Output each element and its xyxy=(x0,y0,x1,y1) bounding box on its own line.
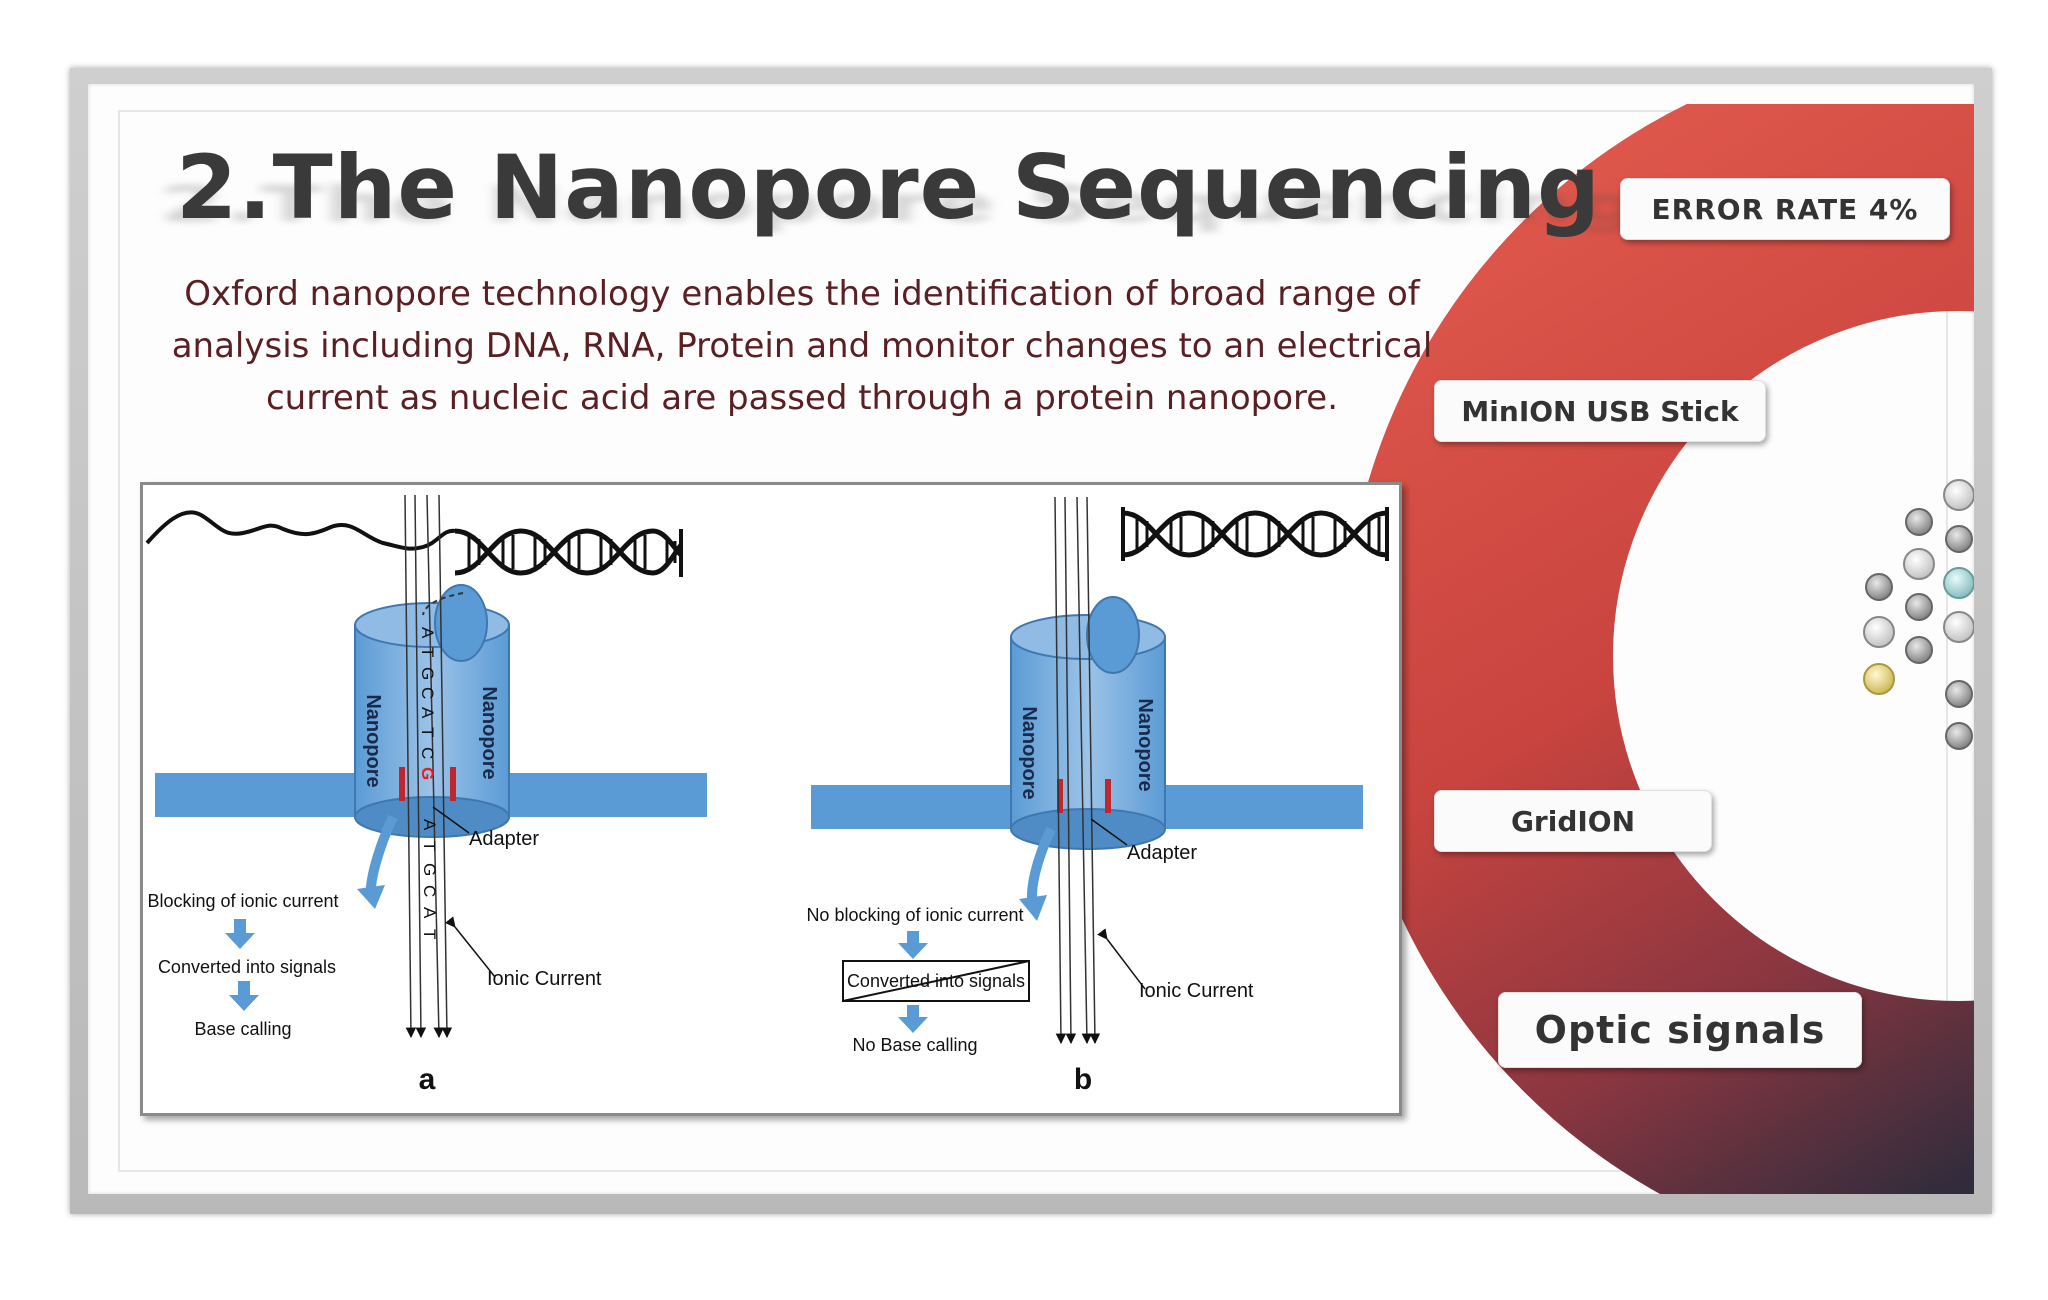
sequence-base: C xyxy=(418,687,437,699)
sequence-base: G xyxy=(420,863,439,876)
panel-b: Nanopore Nanopore Adapter Ionic Current … xyxy=(806,496,1389,1096)
sequence-base: G xyxy=(418,667,437,680)
dna-helix-a xyxy=(454,528,683,576)
step1-a: Blocking of ionic current xyxy=(147,891,338,911)
motor-protein-a xyxy=(434,584,488,662)
sequence-base: C xyxy=(418,747,437,759)
ssdna-strand-a xyxy=(145,510,456,551)
adapter-label-a: Adapter xyxy=(469,828,539,850)
step2-b: Converted into signals xyxy=(847,971,1025,991)
panel-label-b: b xyxy=(1074,1063,1092,1096)
sequence-base: G xyxy=(418,767,437,780)
sequence-base: A xyxy=(418,707,437,719)
optic-signals-tag: Optic signals xyxy=(1498,992,1862,1068)
adapter-label-b: Adapter xyxy=(1127,842,1197,864)
dna-rungs-a xyxy=(467,535,677,569)
step1-b: No blocking of ionic current xyxy=(806,905,1023,925)
slide: 2.The Nanopore Sequencing 2.The Nanopore… xyxy=(88,84,1974,1194)
pore-label-b-right: Nanopore xyxy=(1134,698,1156,791)
sequence-base: A xyxy=(420,819,439,831)
sequence-base: T xyxy=(418,647,437,657)
motor-protein-b xyxy=(1086,596,1140,674)
step3-a: Base calling xyxy=(194,1019,291,1039)
pore-label-b-left: Nanopore xyxy=(1018,706,1040,799)
page-title: 2.The Nanopore Sequencing xyxy=(176,136,1601,239)
sequence-base: T xyxy=(420,841,439,851)
crossed-signal-box xyxy=(842,960,1030,1002)
title-reflection: 2.The Nanopore Sequencing xyxy=(160,176,1642,234)
pore-label-a-left: Nanopore xyxy=(362,694,384,787)
sequence-base: T xyxy=(418,727,437,737)
step3-b: No Base calling xyxy=(852,1035,977,1055)
sequence-base: A xyxy=(420,907,439,919)
ionic-current-label-a: Ionic Current xyxy=(487,968,602,990)
pore-b xyxy=(1010,636,1166,830)
ionic-current-label-b: Ionic Current xyxy=(1139,980,1254,1002)
gridion-tag: GridION xyxy=(1434,790,1712,852)
decorative-ring xyxy=(1368,104,1974,1194)
sequence-base: C xyxy=(420,885,439,897)
minion-tag: MinION USB Stick xyxy=(1434,380,1766,442)
intro-paragraph: Oxford nanopore technology enables the i… xyxy=(171,274,1433,418)
error-rate-tag: ERROR RATE 4% xyxy=(1620,178,1950,240)
step2-a: Converted into signals xyxy=(158,957,336,977)
panel-label-a: a xyxy=(419,1063,436,1096)
dot-cluster xyxy=(1863,479,1974,750)
sequence-base: A xyxy=(418,627,437,639)
dna-helix-b xyxy=(1122,510,1388,558)
sequence-base: T xyxy=(420,929,439,939)
pore-label-a-right: Nanopore xyxy=(478,686,500,779)
